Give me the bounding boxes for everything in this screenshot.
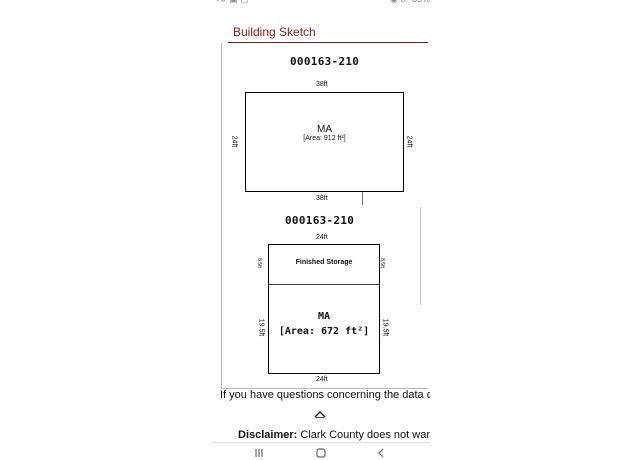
chevron-up-icon	[314, 411, 326, 418]
disclaimer-text: Clark County does not warr	[297, 429, 430, 441]
sketch-1-left-dimension: 24ft	[230, 135, 238, 148]
scroll-up-button[interactable]	[310, 407, 330, 421]
sketch-2-area-box: Finished Storage MA [Area: 672 ft²]	[268, 244, 380, 374]
sketch-1-id: 000163-210	[290, 55, 360, 68]
recent-apps-icon	[255, 449, 263, 457]
sketch-2-top-dimension: 24ft	[316, 234, 328, 241]
content-frame-left	[221, 43, 222, 388]
scrollbar-track[interactable]	[420, 207, 421, 305]
status-icons-left: <↺ ▣ ▢	[214, 0, 249, 5]
sketch-1-area-box: MA [Area: 912 ft²]	[245, 92, 404, 192]
status-icons-right: ◉ ☍ 85%	[390, 0, 430, 5]
disclaimer-label: Disclaimer:	[238, 429, 298, 441]
content-frame-bottom	[221, 388, 428, 389]
status-bar: <↺ ▣ ▢ ◉ ☍ 85%	[214, 0, 430, 6]
sketch-2-lower-right-dimension: 19.5ft	[381, 318, 389, 337]
system-nav-bar	[212, 444, 430, 460]
sketch-2-area-code: MA	[317, 311, 331, 322]
sketch-2-upper-label: Finished Storage	[295, 259, 353, 266]
sketch-2-lower-left-dimension: 19.5ft	[257, 318, 265, 337]
sketch-2-bottom-dimension: 24ft	[316, 376, 328, 383]
home-icon	[316, 448, 326, 458]
sketch-1-top-dimension: 38ft	[316, 81, 328, 88]
sketch-2-area-text: [Area: 672 ft²]	[278, 326, 370, 337]
disclaimer: Disclaimer: Clark County does not warr	[238, 429, 430, 441]
back-icon	[378, 448, 384, 458]
sketch-1-right-dimension: 24ft	[405, 135, 413, 148]
sketch-2-upper-right-dimension: 8.5ft	[378, 258, 385, 268]
sketch-2-id: 000163-210	[285, 214, 355, 227]
sketch-1-bottom-dimension: 38ft	[316, 195, 328, 202]
back-button[interactable]	[374, 447, 388, 459]
sketch-1-area-text: [Area: 912 ft²]	[303, 135, 346, 142]
sketch-2-divider	[269, 284, 379, 285]
section-title: Building Sketch	[233, 25, 316, 39]
footer-divider	[212, 442, 430, 443]
home-button[interactable]	[314, 447, 328, 459]
sketch-2-upper-left-dimension: 8.5ft	[255, 258, 262, 268]
title-underline	[228, 42, 428, 43]
sketch-connector-line	[362, 192, 363, 205]
recent-apps-button[interactable]	[252, 447, 266, 459]
sketch-1-area-code: MA	[317, 124, 332, 135]
questions-text: If you have questions concerning the dat…	[220, 389, 430, 401]
